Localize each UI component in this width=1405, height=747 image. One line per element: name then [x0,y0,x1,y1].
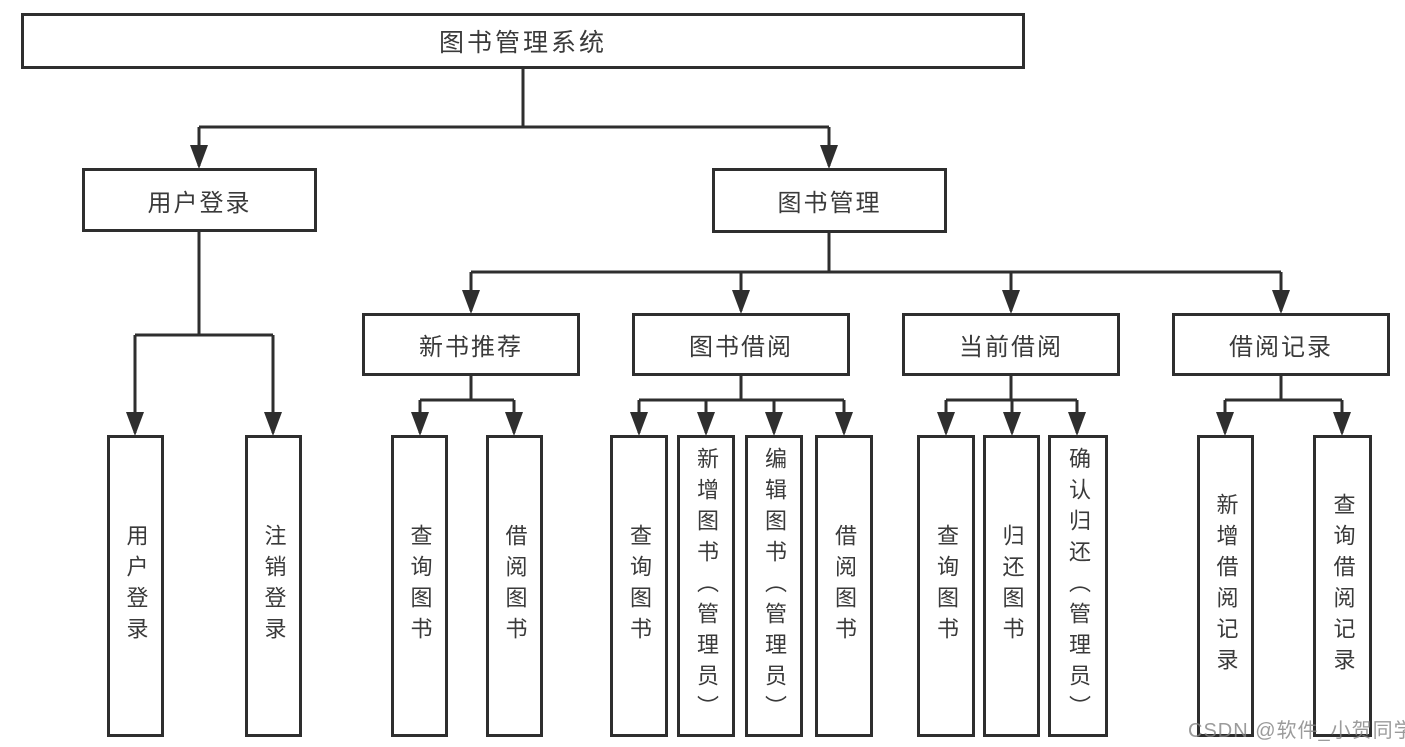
leaf-label: 查询图书 [934,524,959,648]
leaf-label: 查询借阅记录 [1330,493,1356,679]
leaf-label: 用户登录 [123,524,149,648]
node-current-borrow: 当前借阅 [902,313,1120,376]
leaf-logout: 注销登录 [245,435,302,737]
node-user-login: 用户登录 [82,168,317,232]
leaf-query-books-recommend: 查询图书 [391,435,448,737]
node-new-book-recommend: 新书推荐 [362,313,580,376]
leaf-query-books-current: 查询图书 [917,435,975,737]
watermark: CSDN @软件_小贺同学 [1188,720,1405,742]
leaf-label: 新增图书（管理员） [694,446,719,726]
leaf-add-book-admin: 新增图书（管理员） [677,435,735,737]
node-library-system: 图书管理系统 [21,13,1025,69]
node-borrow-records: 借阅记录 [1172,313,1390,376]
leaf-label: 确认归还（管理员） [1066,446,1091,726]
node-book-management: 图书管理 [712,168,947,233]
leaf-return-book: 归还图书 [983,435,1040,737]
leaf-label: 新增借阅记录 [1213,493,1239,679]
leaf-add-borrow-record: 新增借阅记录 [1197,435,1254,737]
leaf-edit-book-admin: 编辑图书（管理员） [745,435,803,737]
leaf-user-login: 用户登录 [107,435,164,737]
leaf-label: 归还图书 [999,524,1025,648]
leaf-borrow-books: 借阅图书 [815,435,873,737]
leaf-label: 借阅图书 [832,524,857,648]
leaf-borrow-books-recommend: 借阅图书 [486,435,543,737]
leaf-confirm-return-admin: 确认归还（管理员） [1048,435,1108,737]
leaf-label: 借阅图书 [502,524,528,648]
arrowhead-icons [126,145,1351,436]
leaf-label: 编辑图书（管理员） [762,446,787,726]
leaf-query-books-borrow: 查询图书 [610,435,668,737]
leaf-label: 查询图书 [627,524,652,648]
leaf-label: 查询图书 [407,524,433,648]
leaf-query-borrow-record: 查询借阅记录 [1313,435,1372,737]
node-book-borrow: 图书借阅 [632,313,850,376]
leaf-label: 注销登录 [261,524,287,648]
